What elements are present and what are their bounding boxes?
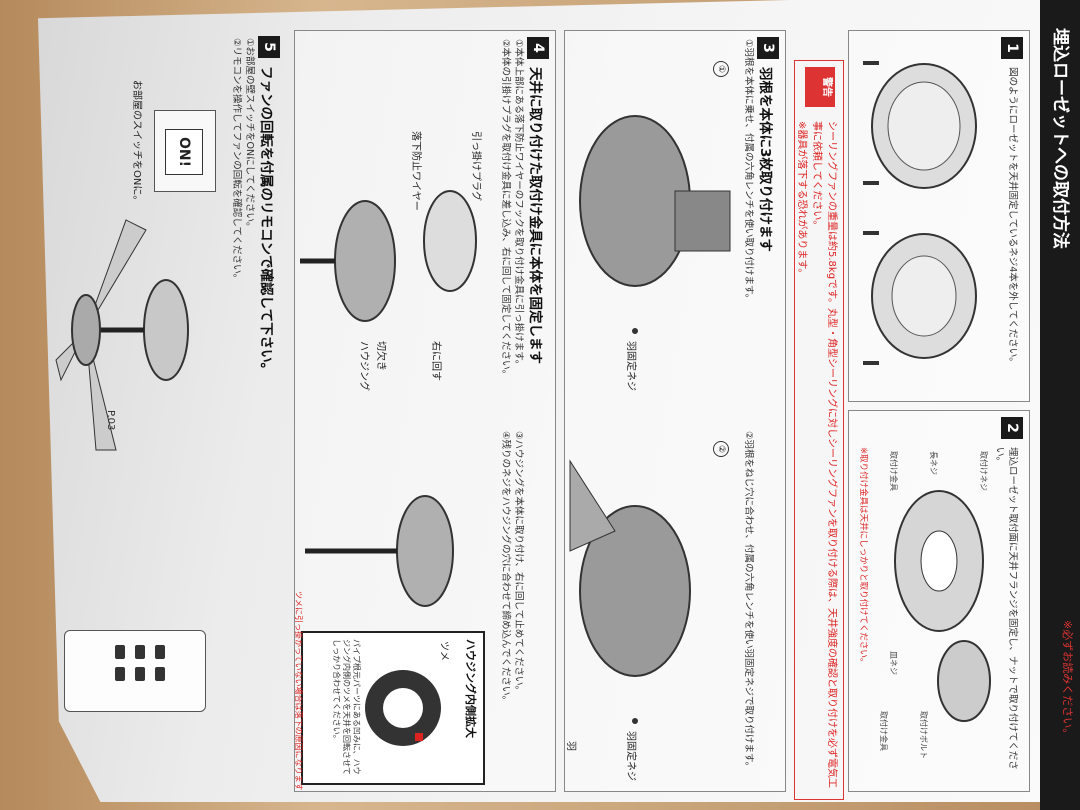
remote-control (64, 630, 206, 712)
step1-illustration (863, 61, 977, 365)
blade-screw-1 (632, 328, 638, 334)
step4-label-rotate: 右に回す (430, 341, 441, 381)
step4-label-wire: 落下防止ワイヤー (410, 131, 421, 211)
remote-button-1 (155, 645, 165, 659)
warning-line2: ※器具が落下する恐れがあります。 (796, 121, 807, 279)
step4-label-notch: 切欠き (375, 341, 386, 371)
bracket-top (423, 190, 477, 292)
step3-screw-label: 羽固定ネジ (625, 341, 636, 391)
remote-button-2 (155, 667, 165, 681)
fan-motor (71, 294, 101, 366)
step2-label-2: 長ネジ (929, 451, 938, 475)
step2-label-5: 取付けボルト (919, 711, 928, 759)
warning-line1: シーリングファンの重量は約5.8kgです。丸型・角型シーリングに対しシーリングフ… (811, 121, 837, 789)
warning-box: 警告 シーリングファンの重量は約5.8kgです。丸型・角型シーリングに対しシーリ… (794, 60, 844, 800)
step1-panel: 1 図のようにローゼットを天井固定しているネジ4本を外してください。 (848, 30, 1030, 402)
step2-label-3: 取付け金具 (889, 451, 898, 491)
step4-panel: 4 天井に取り付けた取付け金具に本体を固定します ①本体上部にある落下防止ワイヤ… (294, 30, 556, 792)
blade-screw-2 (632, 718, 638, 724)
step4-label-housing: ハウジング (358, 341, 369, 391)
step5-panel: 5 ファンの回転を付属のリモコンで確認して下さい。 ①お部屋の壁スイッチをONに… (55, 30, 286, 790)
step4-label-plug: 引っ掛けプラグ (470, 131, 481, 201)
fan-blade-1 (85, 219, 147, 331)
screw-2 (863, 181, 879, 185)
screw-4 (863, 361, 879, 365)
remote-button-5 (115, 645, 125, 659)
motor-housing-1 (334, 200, 396, 322)
step4-inset-text: パイプ根元パーツにある凹みに、ハウジング内側のツメを天井を回転させてしっかり合わ… (332, 639, 361, 775)
fan-canopy (143, 279, 189, 381)
motor-housing-2 (396, 495, 454, 607)
step2-label-6: 取付け金具 (879, 711, 888, 751)
step4-inset-note: ツメに引っ掛かっていない場合は落下の原因になります (294, 591, 303, 791)
screw-3 (863, 231, 879, 235)
motor-body-1 (579, 115, 691, 287)
title-sub: ※必ずお読みください。 (1061, 620, 1074, 740)
step2-label-1: 取付けネジ (979, 451, 988, 491)
claw (415, 733, 423, 741)
fan-illustration (55, 219, 189, 451)
step4-inset: ハウジング内側拡大 ツメ パイプ根元パーツにある凹みに、ハウジング内側のツメを天… (301, 631, 485, 785)
manual-page: 埋込ローゼットへの取付方法 ※必ずお読みください。 1 図のようにローゼットを天… (50, 0, 1080, 810)
remote-button-6 (115, 667, 125, 681)
step3-screw-label-2: 羽固定ネジ (625, 731, 636, 781)
blade-bracket (569, 459, 616, 552)
step2-label-4: 皿ネジ (889, 651, 898, 675)
ceiling-flange (937, 640, 991, 722)
step2-illustration (894, 490, 991, 722)
inset-illustration (365, 670, 441, 746)
motor-body-2 (579, 505, 691, 677)
remote-button-4 (135, 667, 145, 681)
step4-illustration (300, 190, 477, 607)
step2-panel: 2 埋込ローゼット取付面に天井フランジを固定し、ナットで取り付けてください。 ※… (848, 410, 1030, 792)
screw-1 (863, 61, 879, 65)
page-number: P.03 (105, 410, 116, 431)
step3-panel: 3 羽根を本体に3枚取り付けます ①羽根を本体に乗せ、付属の六角レンチを使い取り… (564, 30, 786, 792)
step3-illustration (569, 115, 731, 724)
down-pipe-1 (674, 190, 731, 252)
step3-blade-label: 羽 (565, 741, 576, 751)
remote-button-3 (135, 645, 145, 659)
warning-tag: 警告 (805, 67, 835, 107)
